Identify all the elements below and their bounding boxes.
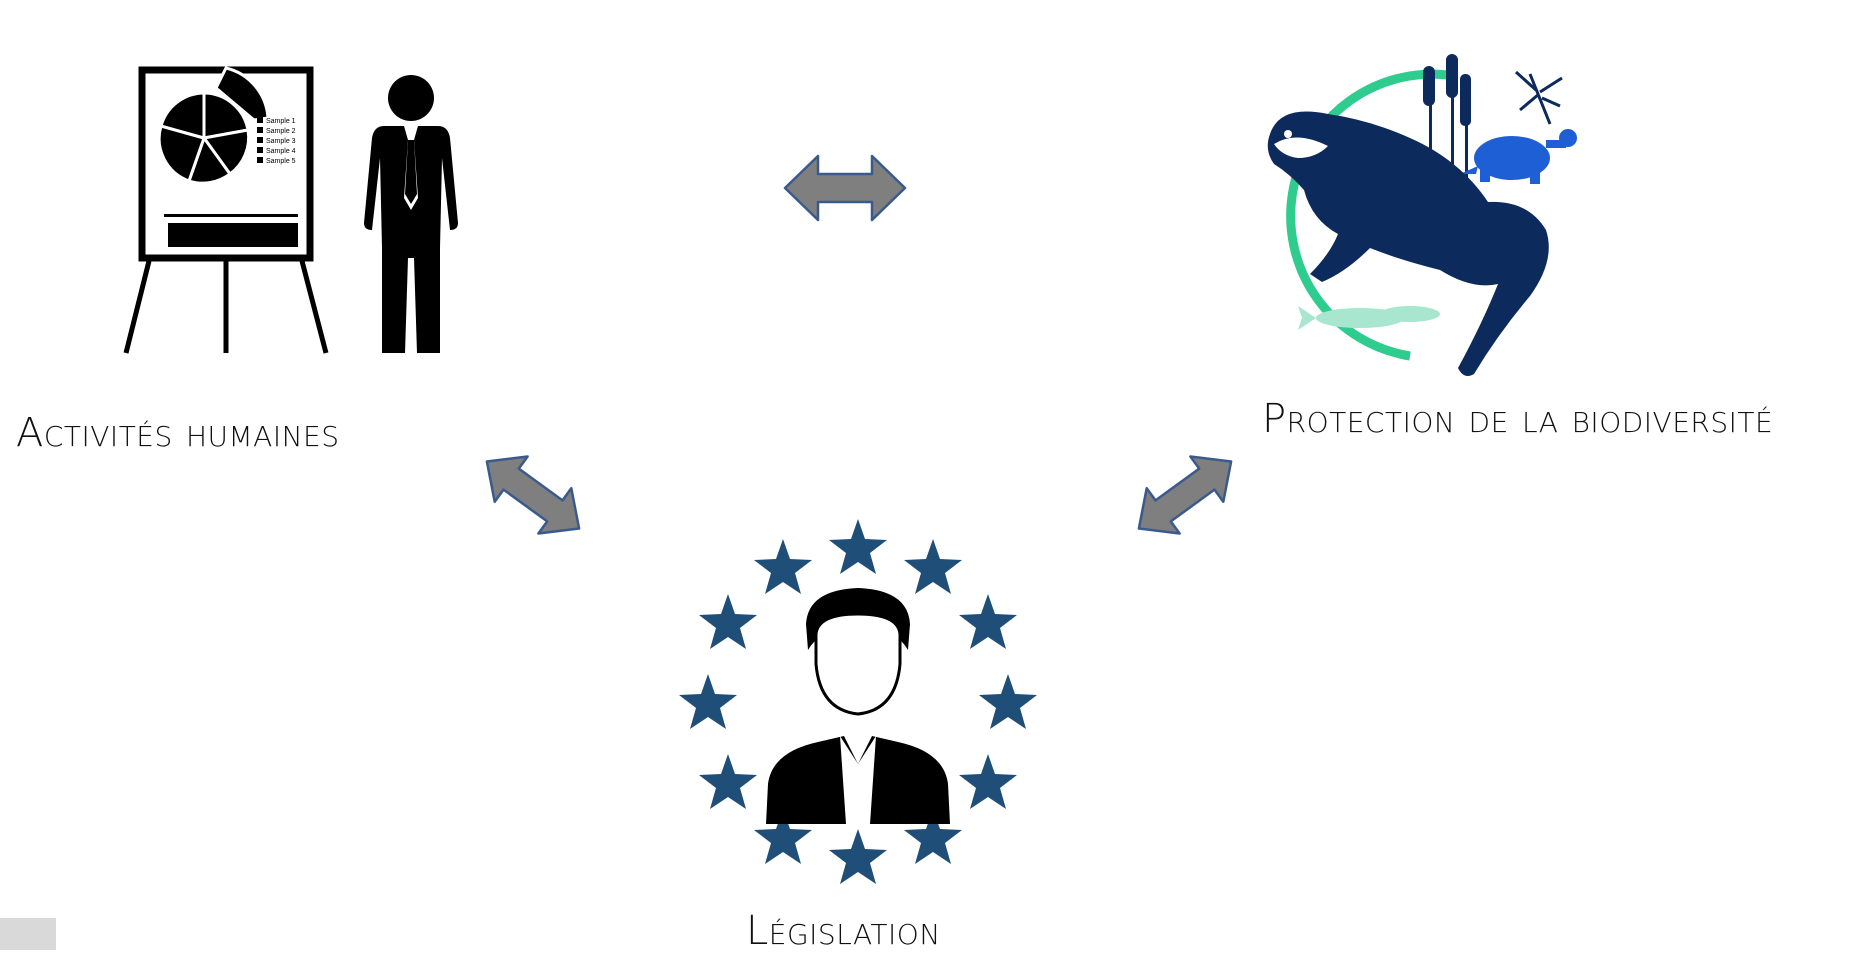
otter-wildlife-icon xyxy=(1267,54,1577,376)
corner-thumbnail xyxy=(0,918,56,950)
fish-icon xyxy=(1298,306,1440,330)
legislation-label: Législation xyxy=(746,908,941,954)
legend-item: Sample 2 xyxy=(266,128,296,135)
biodiversity-image xyxy=(1250,34,1600,384)
human-activities-label: Activités humaines xyxy=(16,410,340,456)
legend-item: Sample 4 xyxy=(266,148,296,155)
double-arrow-human-legislation xyxy=(485,455,581,535)
presenter-person-icon xyxy=(364,75,458,353)
legend-item: Sample 5 xyxy=(266,158,296,165)
legend-item: Sample 1 xyxy=(266,118,296,125)
double-arrow-biodiversity-legislation xyxy=(1137,455,1233,535)
dragonfly-icon xyxy=(1514,70,1563,125)
double-arrow-human-biodiversity xyxy=(783,154,907,222)
presenter-with-chart-icon: Sample 1 Sample 2 Sample 3 Sample 4 Samp… xyxy=(123,66,458,354)
legend-item: Sample 3 xyxy=(266,138,296,145)
turtle-icon xyxy=(1460,129,1577,184)
otter-icon xyxy=(1267,111,1549,376)
judge-avatar-icon xyxy=(766,588,950,824)
chart-legend: Sample 1 Sample 2 Sample 3 Sample 4 Samp… xyxy=(257,117,296,165)
pie-chart-icon xyxy=(157,66,270,185)
biodiversity-label: Protection de la biodiversité xyxy=(1262,396,1774,442)
judge-with-eu-stars-icon xyxy=(679,519,1037,884)
legislation-image xyxy=(668,514,1048,894)
human-activities-image: Sample 1 Sample 2 Sample 3 Sample 4 Samp… xyxy=(104,8,480,384)
